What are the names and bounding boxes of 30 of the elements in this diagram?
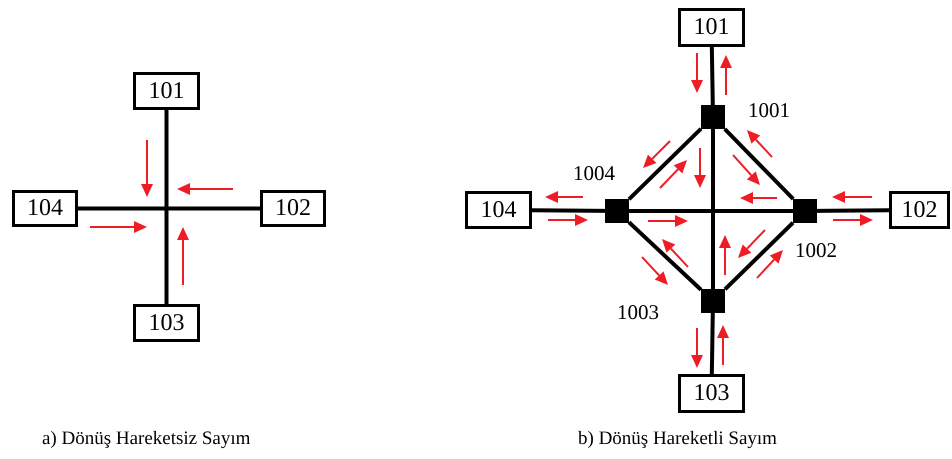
station-box: 104 bbox=[12, 190, 78, 227]
node-label: 1002 bbox=[795, 238, 837, 263]
connector-line bbox=[628, 127, 702, 201]
connector-line bbox=[710, 46, 715, 106]
station-box: 104 bbox=[465, 191, 532, 229]
junction-square bbox=[701, 289, 725, 313]
connector-line bbox=[711, 129, 715, 289]
connector-line bbox=[78, 206, 260, 210]
connector-line bbox=[164, 110, 168, 304]
connector-line bbox=[629, 209, 793, 213]
node-label: 1003 bbox=[617, 300, 659, 325]
connector-line bbox=[710, 312, 715, 374]
connector-line bbox=[628, 220, 702, 292]
node-label: 1001 bbox=[748, 98, 790, 123]
station-box: 101 bbox=[133, 72, 200, 110]
station-box: 101 bbox=[678, 8, 745, 47]
station-box: 102 bbox=[889, 191, 950, 229]
connector-line bbox=[724, 221, 794, 291]
connector-line bbox=[532, 208, 606, 213]
connector-line bbox=[816, 208, 890, 213]
junction-square bbox=[701, 105, 725, 129]
connector-line bbox=[723, 128, 795, 200]
station-box: 102 bbox=[260, 190, 326, 227]
caption: b) Dönüş Hareketli Sayım bbox=[578, 428, 777, 450]
junction-square bbox=[793, 199, 817, 223]
node-label: 1004 bbox=[573, 161, 615, 186]
caption: a) Dönüş Hareketsiz Sayım bbox=[42, 428, 250, 450]
junction-square bbox=[605, 199, 629, 223]
station-box: 103 bbox=[133, 304, 200, 342]
station-box: 103 bbox=[678, 374, 745, 413]
